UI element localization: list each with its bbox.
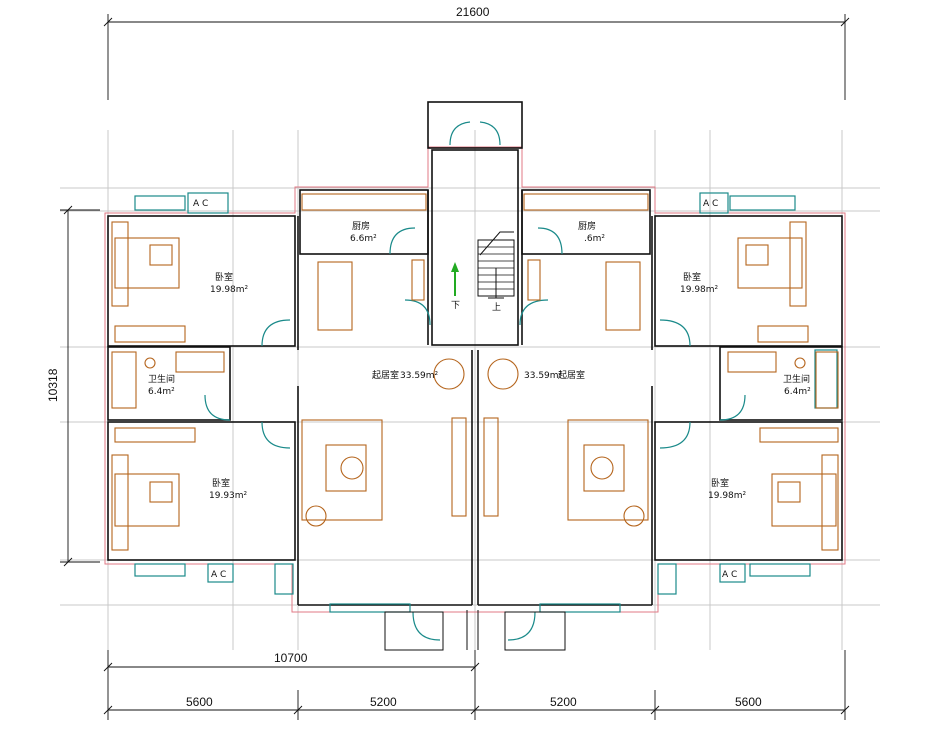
room-area-bedroom: 19.98m² bbox=[708, 491, 747, 501]
ac-label: A C bbox=[211, 570, 226, 580]
dim-bay-1: 5600 bbox=[186, 695, 213, 709]
windows bbox=[134, 121, 838, 613]
dim-bay-4: 5600 bbox=[735, 695, 762, 709]
room-label-bedroom: 卧室 bbox=[683, 271, 701, 283]
staircase bbox=[477, 231, 515, 299]
room-area-bedroom: 19.98m² bbox=[680, 285, 719, 295]
dim-height: 10318 bbox=[46, 368, 60, 402]
exterior-outline bbox=[104, 146, 846, 613]
ac-label: A C bbox=[193, 199, 208, 209]
entrance-steps bbox=[384, 610, 566, 651]
room-area-living: 33.59m² bbox=[524, 371, 563, 381]
dimension-lines bbox=[60, 14, 850, 720]
dim-bay-3: 5200 bbox=[550, 695, 577, 709]
room-label-bathroom: 卫生间 bbox=[783, 373, 810, 385]
room-label-bedroom: 卧室 bbox=[215, 271, 233, 283]
stair-down-label: 下 bbox=[451, 301, 460, 311]
room-label-living: 起居室 bbox=[558, 369, 585, 381]
stair-up-label: 上 bbox=[492, 302, 501, 313]
room-label-bedroom: 卧室 bbox=[711, 477, 729, 489]
dim-total-width: 21600 bbox=[456, 5, 490, 19]
room-label-bathroom: 卫生间 bbox=[148, 373, 175, 385]
room-label-kitchen: 厨房 bbox=[352, 220, 370, 232]
room-area-bedroom: 19.93m² bbox=[209, 491, 248, 501]
doors bbox=[204, 227, 746, 641]
ac-label: A C bbox=[722, 570, 737, 580]
furniture bbox=[111, 193, 839, 551]
room-area-living: 33.59m² bbox=[400, 371, 439, 381]
dim-bay-2: 5200 bbox=[370, 695, 397, 709]
grid-lines bbox=[60, 130, 880, 650]
room-label-kitchen: 厨房 bbox=[578, 220, 596, 232]
room-area-bathroom: 6.4m² bbox=[148, 387, 175, 397]
ac-label: A C bbox=[703, 199, 718, 209]
room-area-kitchen: 6.6m² bbox=[350, 234, 377, 244]
room-area-bathroom: 6.4m² bbox=[784, 387, 811, 397]
arrowhead-icon bbox=[451, 262, 459, 272]
ac-units bbox=[187, 192, 746, 595]
room-area-kitchen: .6m² bbox=[584, 234, 605, 244]
walls bbox=[107, 101, 843, 606]
room-area-bedroom: 19.98m² bbox=[210, 285, 249, 295]
room-label-bedroom: 卧室 bbox=[212, 477, 230, 489]
room-label-living: 起居室 bbox=[372, 369, 399, 381]
dim-half-width: 10700 bbox=[274, 651, 308, 665]
